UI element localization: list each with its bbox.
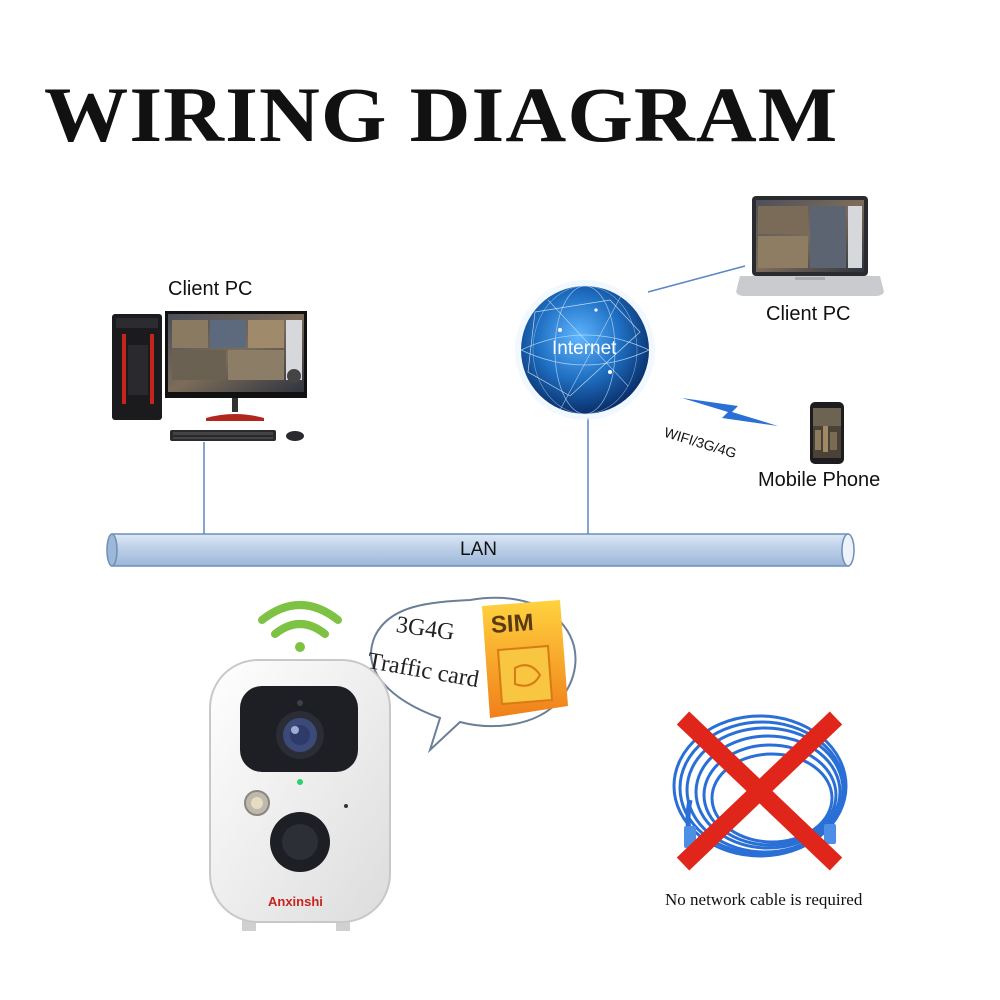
camera-brand-logo: Anxinshi (268, 894, 323, 909)
desktop-client-pc-label: Client PC (168, 278, 253, 300)
desktop-tower (112, 314, 162, 420)
connection-lines (203, 265, 746, 534)
sim-card (482, 600, 568, 718)
mobile-phone (810, 402, 844, 464)
keyboard-mouse (170, 430, 304, 441)
laptop-client-pc-label: Client PC (766, 303, 851, 325)
internet-label: Internet (552, 338, 617, 359)
lan-pipe (106, 533, 855, 567)
lan-label: LAN (460, 539, 497, 560)
camera-device (209, 659, 391, 931)
page-title: WIRING DIAGRAM (44, 71, 839, 158)
no-cable-note: No network cable is required (665, 890, 863, 909)
internet-to-laptop-line (647, 265, 746, 293)
internet-globe (515, 280, 655, 420)
wifi-icon (258, 601, 342, 652)
laptop (736, 196, 884, 296)
sim-label: SIM (490, 609, 535, 639)
no-cable-cross-icon (676, 711, 843, 871)
wireless-bolt (682, 398, 778, 426)
desktop-monitor (165, 311, 307, 421)
mobile-phone-label: Mobile Phone (758, 469, 881, 491)
